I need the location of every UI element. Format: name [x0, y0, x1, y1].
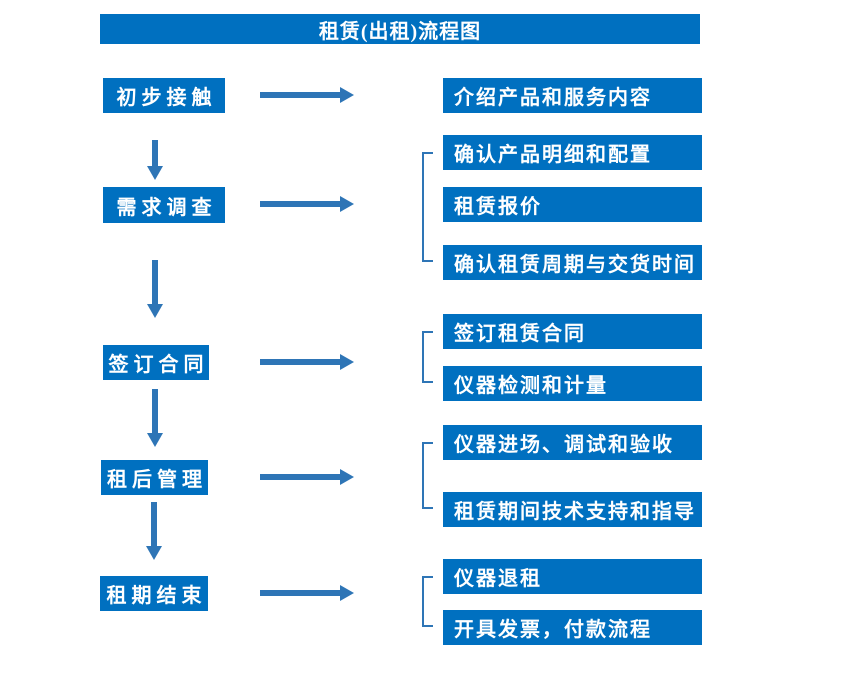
arrow-shaft	[152, 389, 158, 433]
detail-box-intro-products: 介绍产品和服务内容	[443, 78, 702, 113]
detail-box-confirm-period-delivery: 确认租赁周期与交货时间	[443, 245, 702, 280]
group-bracket-icon	[422, 576, 433, 627]
arrow-shaft	[260, 201, 340, 207]
arrow-shaft	[260, 92, 340, 98]
group-bracket-icon	[422, 442, 433, 509]
arrow-shaft	[152, 140, 158, 166]
step-box-initial-contact: 初步接触	[103, 78, 225, 113]
arrow-shaft	[260, 474, 340, 480]
detail-box-instrument-return: 仪器退租	[443, 559, 702, 594]
arrow-head	[147, 433, 163, 447]
right-arrow-icon	[260, 196, 354, 212]
arrow-head	[340, 87, 354, 103]
right-arrow-icon	[260, 585, 354, 601]
arrow-shaft	[260, 359, 340, 365]
detail-box-instrument-setup-acceptance: 仪器进场、调试和验收	[443, 425, 702, 460]
down-arrow-icon	[147, 140, 163, 180]
group-bracket-icon	[422, 152, 433, 262]
arrow-head	[340, 469, 354, 485]
arrow-shaft	[152, 260, 158, 304]
arrow-head	[340, 354, 354, 370]
detail-box-instrument-test-calibration: 仪器检测和计量	[443, 366, 702, 401]
detail-box-sign-rental-contract: 签订租赁合同	[443, 314, 702, 349]
step-box-post-rental-management: 租后管理	[101, 460, 208, 495]
title-bar: 租赁(出租)流程图	[100, 14, 700, 44]
down-arrow-icon	[147, 389, 163, 447]
arrow-head	[147, 304, 163, 318]
arrow-head	[340, 585, 354, 601]
right-arrow-icon	[260, 354, 354, 370]
step-box-rental-end: 租期结束	[100, 576, 208, 611]
arrow-head	[146, 546, 162, 560]
arrow-head	[340, 196, 354, 212]
down-arrow-icon	[147, 260, 163, 318]
arrow-head	[147, 166, 163, 180]
detail-box-rental-quote: 租赁报价	[443, 187, 702, 222]
detail-box-invoice-payment: 开具发票，付款流程	[443, 610, 702, 645]
right-arrow-icon	[260, 87, 354, 103]
group-bracket-icon	[422, 331, 433, 383]
down-arrow-icon	[146, 502, 162, 560]
right-arrow-icon	[260, 469, 354, 485]
arrow-shaft	[260, 590, 340, 596]
step-box-demand-survey: 需求调查	[103, 187, 225, 223]
arrow-shaft	[151, 502, 157, 546]
detail-box-confirm-product-config: 确认产品明细和配置	[443, 135, 702, 170]
step-box-sign-contract: 签订合同	[103, 345, 209, 380]
page-title: 租赁(出租)流程图	[318, 20, 482, 43]
detail-box-technical-support: 租赁期间技术支持和指导	[443, 492, 702, 527]
